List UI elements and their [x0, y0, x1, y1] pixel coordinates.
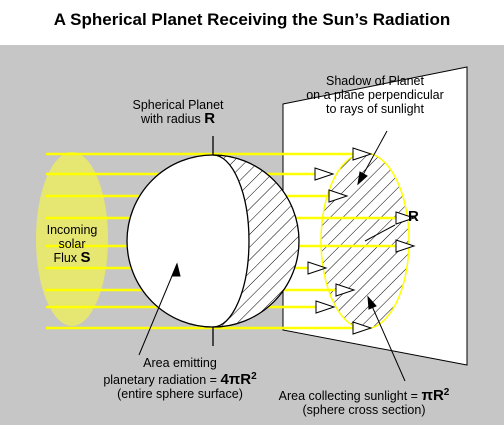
emit-formula: 4πR — [220, 371, 252, 389]
emitting-area-label: Area emitting planetary radiation = 4πR2… — [90, 356, 270, 401]
shadow-label-line-1: Shadow of Planet — [326, 74, 424, 88]
collect-text: Area collecting sunlight = — [278, 389, 418, 404]
flux-symbol: S — [80, 249, 91, 266]
emit-exponent: 2 — [251, 371, 257, 382]
flux-text: Flux — [53, 251, 78, 265]
collecting-area-label: Area collecting sunlight = πR2 (sphere c… — [264, 386, 464, 417]
flux-label-line-2: solar — [58, 237, 86, 251]
collect-exponent: 2 — [443, 387, 450, 398]
emit-text: planetary radiation = — [103, 373, 217, 388]
pointer-lines — [138, 130, 406, 382]
planet-radius-text: with radius — [140, 112, 201, 126]
diagram-title: A Spherical Planet Receiving the Sun’s R… — [53, 10, 451, 29]
spherical-planet — [126, 136, 300, 346]
emit-label-line-2: planetary radiation = 4πR2 — [90, 370, 270, 387]
collect-formula: πR — [421, 387, 444, 405]
flux-label-line-3: Flux S — [36, 249, 108, 266]
planet-label-line-1: Spherical Planet — [132, 98, 224, 112]
ray-arrowheads — [307, 147, 416, 335]
collect-label-line-1: Area collecting sunlight = πR2 — [264, 386, 464, 403]
shadow-label-line-3: to rays of sunlight — [326, 102, 424, 116]
emit-label-line-1: Area emitting — [143, 356, 217, 370]
shadow-label: Shadow of Planet on a plane perpendicula… — [300, 74, 450, 116]
planet-label-line-2: with radius R — [118, 110, 238, 127]
shadow-label-line-2: on a plane perpendicular — [306, 88, 444, 102]
emit-label-line-3: (entire sphere surface) — [117, 387, 243, 402]
planet-label: Spherical Planet with radius R — [118, 98, 238, 126]
collect-label-line-2: (sphere cross section) — [302, 403, 426, 418]
planet-radius-symbol: R — [204, 110, 216, 127]
flux-label-line-1: Incoming — [46, 223, 98, 237]
solar-flux-label: Incoming solar Flux S — [36, 223, 108, 265]
shadow-radius-symbol: R — [408, 208, 419, 225]
